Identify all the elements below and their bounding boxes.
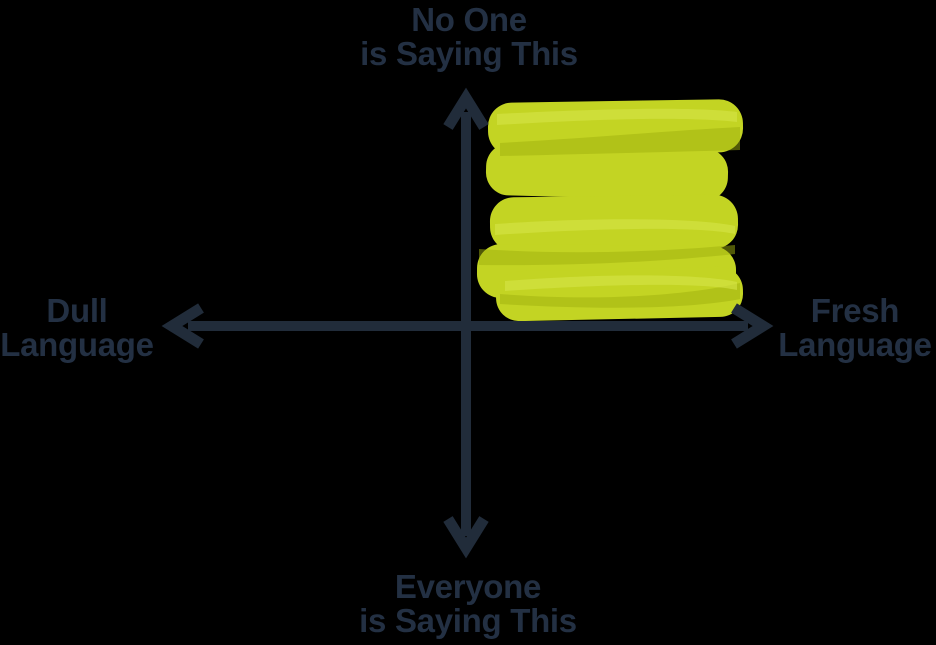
highlight-streak-2 [495,219,735,235]
label-y-positive-line1: No One [411,1,527,38]
label-x-positive: Fresh Language [778,292,932,363]
highlight-seam-2 [479,245,735,266]
left-arrowhead [161,303,204,349]
highlight-streak-3 [505,275,737,291]
label-y-positive-line2: is Saying This [360,35,578,72]
label-x-negative-line1: Dull [46,292,108,329]
axes [161,87,774,559]
label-x-positive-line1: Fresh [810,292,900,329]
label-x-positive-line2: Language [778,326,932,363]
up-arrowhead [443,87,489,130]
down-arrowhead [443,516,489,559]
label-x-negative-line2: Language [0,326,154,363]
label-y-negative: Everyone is Saying This [359,570,577,638]
highlight-seam-1 [500,127,740,156]
label-x-negative: Dull Language [0,292,154,363]
highlight-streak-1 [497,108,737,125]
right-arrowhead [731,303,774,349]
highlight-seam-3 [500,283,740,308]
label-y-negative-line2: is Saying This [359,602,577,639]
highlight-stroke-2 [485,143,729,201]
label-y-positive: No One is Saying This [360,3,578,71]
label-y-negative-line1: Everyone [394,568,542,605]
highlighter-scribble [476,99,744,322]
